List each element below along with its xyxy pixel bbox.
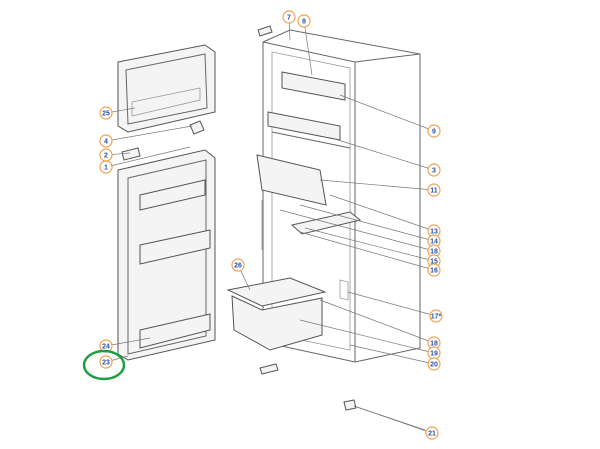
hinge-parts [121,120,205,161]
callout-label: 26 [234,263,242,270]
leader-line [339,94,435,132]
callout-20: 20 [427,357,441,371]
callout-label: 24 [102,344,110,351]
leader-line [299,319,435,354]
leader-line [319,299,435,344]
crisper-drawer [226,277,327,351]
callout-17-star: 17* [429,309,443,323]
callout-label: 9 [432,129,436,136]
leader-line [299,231,435,271]
fridge-door [117,149,216,361]
callout-label: 11 [430,188,438,195]
callout-3: 3 [427,163,441,177]
callout-7: 7 [282,10,296,24]
leader-line [279,209,435,252]
callout-label: 16 [430,268,438,275]
leader-line [303,20,313,76]
callout-label: 18 [430,249,438,256]
refrigerator-cabinet [256,29,421,363]
callout-16: 16 [427,263,441,277]
callout-label: 8 [302,19,306,26]
leader-line [105,146,191,168]
callout-label: 25 [102,111,110,118]
callout-label: 15 [430,259,438,266]
freezer-door [117,44,216,133]
leader-line [337,139,435,171]
callout-9: 9 [427,124,441,138]
leader-line [105,125,193,142]
leader-line [329,194,435,232]
leader-line [105,337,151,347]
leader-lines [105,16,437,434]
callout-11: 11 [427,183,441,197]
callout-label: 4 [104,139,108,146]
callout-19: 19 [427,346,441,360]
callout-4: 4 [99,134,113,148]
leader-line [347,291,437,317]
callout-21: 21 [425,426,439,440]
leader-line [319,179,435,191]
callout-label: 1 [104,165,108,172]
callout-label: 14 [430,239,438,246]
callout-label: 23 [102,360,110,367]
callout-label: 20 [430,362,438,369]
leader-line [304,227,435,262]
callout-label: 13 [430,229,438,236]
leader-line [349,344,435,365]
callout-label: 17* [431,314,442,321]
callout-label: 18 [430,341,438,348]
callout-24: 24 [99,339,113,353]
callout-25: 25 [99,106,113,120]
callout-2: 2 [99,148,113,162]
leader-line [353,405,433,434]
callout-label: 3 [432,168,436,175]
callout-26: 26 [231,258,245,272]
callout-23: 23 [99,355,113,369]
callout-label: 2 [104,153,108,160]
callout-label: 21 [428,431,436,438]
callout-label: 7 [287,15,291,22]
callout-1: 1 [99,160,113,174]
callout-label: 19 [430,351,438,358]
callout-8: 8 [297,14,311,28]
highlight-circle [82,349,126,381]
leader-line [299,204,435,242]
